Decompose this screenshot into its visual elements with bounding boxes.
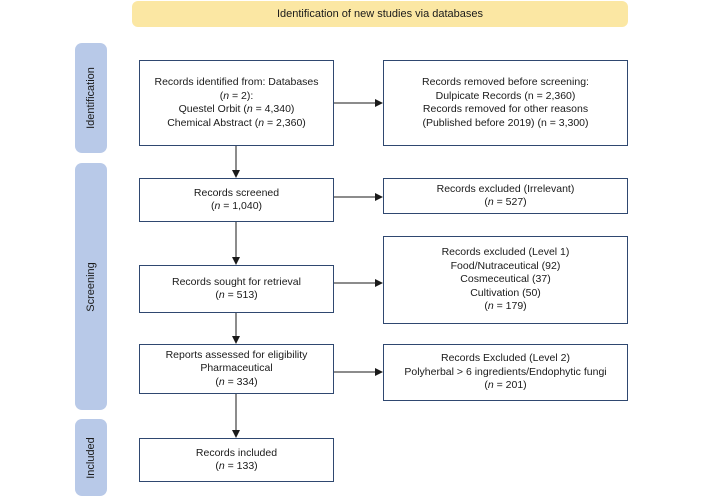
- records-identified-line2: (n = 2):: [219, 89, 254, 102]
- records-excluded-irrelevant-line2: (n = 527): [484, 196, 527, 208]
- records-excluded-level2-line2: Polyherbal > 6 ingredients/Endophytic fu…: [404, 365, 607, 378]
- records-excluded-level1-line1: Records excluded (Level 1): [441, 246, 570, 259]
- records-excluded-level1-line5: (n = 179): [484, 300, 527, 313]
- records-excluded-level2-box: Records Excluded (Level 2) Polyherbal > …: [383, 344, 628, 401]
- records-sought-box: Records sought for retrieval (n = 513): [139, 265, 334, 313]
- records-removed-line3: Records removed for other reasons: [422, 103, 589, 115]
- records-excluded-irrelevant-line1: Records excluded (Irrelevant): [436, 182, 575, 195]
- phase-screening: Screening: [75, 163, 107, 410]
- diagram-header: Identification of new studies via databa…: [132, 1, 628, 27]
- reports-assessed-line2: Pharmaceutical: [200, 362, 273, 375]
- records-screened-line1: Records screened: [193, 186, 280, 199]
- reports-assessed-box: Reports assessed for eligibility Pharmac…: [139, 344, 334, 394]
- records-sought-line1: Records sought for retrieval: [172, 275, 301, 288]
- header-title: Identification of new studies via databa…: [276, 8, 484, 20]
- reports-assessed-line3: (n = 334): [215, 375, 258, 388]
- records-identified-box: Records identified from: Databases (n = …: [139, 60, 334, 146]
- records-excluded-level1-line2: Food/Nutraceutical (92): [450, 259, 561, 272]
- records-screened-box: Records screened (n = 1,040): [139, 178, 334, 222]
- records-excluded-level2-line1: Records Excluded (Level 2): [441, 352, 570, 365]
- records-identified-line4: Chemical Abstract (n = 2,360): [167, 116, 306, 129]
- records-included-line1: Records included: [195, 446, 278, 459]
- records-excluded-level1-box: Records excluded (Level 1) Food/Nutraceu…: [383, 236, 628, 324]
- records-included-line2: (n = 133): [215, 460, 258, 472]
- records-excluded-irrelevant-box: Records excluded (Irrelevant) (n = 527): [383, 178, 628, 214]
- records-excluded-level1-line3: Cosmeceutical (37): [460, 273, 551, 286]
- records-sought-line2: (n = 513): [215, 289, 258, 301]
- records-removed-line2: Dulpicate Records (n = 2,360): [435, 89, 576, 102]
- phase-identification: Identification: [75, 43, 107, 153]
- records-excluded-level1-line4: Cultivation (50): [470, 286, 541, 299]
- records-identified-line3: Questel Orbit (n = 4,340): [178, 103, 295, 115]
- records-removed-line4: (Published before 2019) (n = 3,300): [422, 116, 589, 129]
- phase-included: Included: [75, 419, 107, 496]
- records-included-box: Records included (n = 133): [139, 438, 334, 482]
- records-removed-line1: Records removed before screening:: [422, 76, 589, 88]
- records-removed-box: Records removed before screening: Dulpic…: [383, 60, 628, 146]
- records-identified-line1: Records identified from: Databases: [154, 76, 319, 88]
- reports-assessed-line1: Reports assessed for eligibility: [165, 348, 308, 361]
- records-screened-line2: (n = 1,040): [210, 200, 263, 212]
- records-excluded-level2-line3: (n = 201): [484, 379, 527, 392]
